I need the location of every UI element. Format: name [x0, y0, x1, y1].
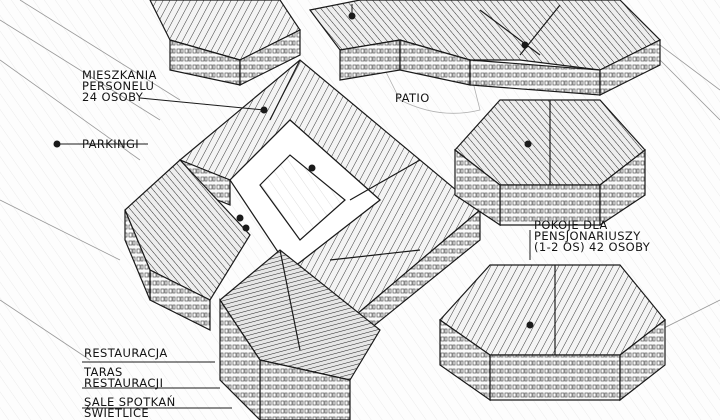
- south-east-pavilion: [439, 264, 666, 402]
- label-restaurant-terrace: TARAS RESTAURACJI: [84, 365, 164, 390]
- central-courtyard-block: [178, 59, 481, 347]
- north-wing: [308, 0, 662, 96]
- courtyard-dot-2: [236, 214, 244, 222]
- restaurant-wing: [219, 249, 381, 420]
- label-parking: PARKINGI: [82, 137, 140, 151]
- north-leader-dot: [348, 12, 356, 20]
- rooms-leader-dot: [526, 321, 534, 329]
- parking-leader-dot: [53, 140, 61, 148]
- staff-leader-dot: [260, 106, 268, 114]
- label-guest-rooms: POKOJE DLA PENSJONARIUSZY (1-2 OS) 42 OS…: [534, 218, 651, 254]
- label-meeting-rooms: SALE SPOTKAŃ ŚWIETLICE: [84, 395, 176, 420]
- south-west-wing: [124, 159, 251, 331]
- east-pavilion-dot: [524, 140, 532, 148]
- courtyard-dot-3: [242, 224, 250, 232]
- leader-lines: [53, 4, 534, 409]
- courtyard-dot: [308, 164, 316, 172]
- label-staff-housing: MIESZKANIA PERSONELU 24 OSOBY: [82, 68, 157, 104]
- label-restaurant: RESTAURACJA: [84, 346, 168, 360]
- label-patio: PATIO: [395, 91, 430, 105]
- north-west-wing: [149, 0, 301, 86]
- east-pavilion: [454, 99, 646, 227]
- north-wing-dot: [521, 41, 529, 49]
